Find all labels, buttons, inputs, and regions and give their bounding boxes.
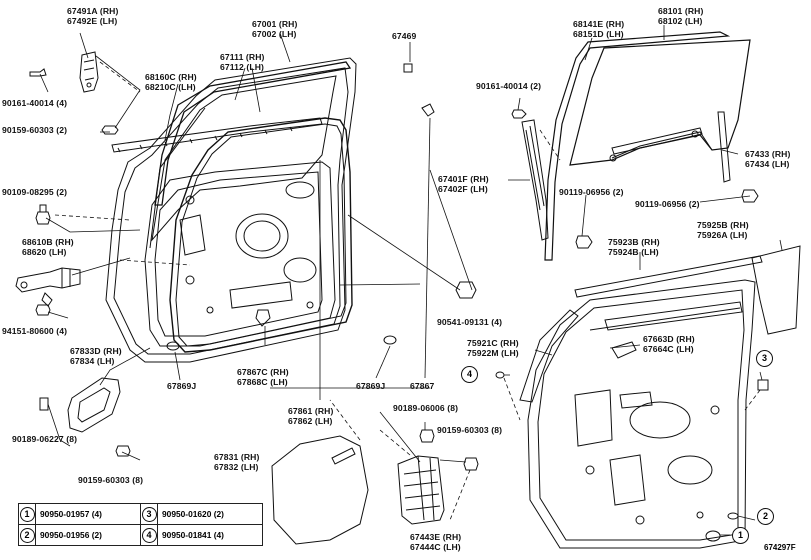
legend-key: 1 — [19, 506, 35, 522]
label-67867c: 67867C (RH)67868C (LH) — [237, 367, 289, 387]
legend-row: 2 90950-01956 (2) 4 90950-01841 (4) — [18, 524, 263, 546]
legend-value: 90950-01620 (2) — [157, 503, 263, 525]
legend-key: 3 — [141, 506, 157, 522]
label-90109: 90109-08295 (2) — [2, 187, 68, 197]
label-68160: 68160C (RH)68210C (LH) — [145, 72, 197, 92]
label-68101: 68101 (RH)68102 (LH) — [658, 6, 704, 26]
legend-value: 90950-01957 (4) — [35, 503, 141, 525]
door-check — [15, 267, 81, 293]
label-75923: 75923B (RH)75924B (LH) — [608, 237, 660, 257]
inside-handle-bezel — [67, 377, 121, 433]
rear-door-shell — [527, 279, 756, 549]
label-90161-left: 90161-40014 (4) — [2, 98, 68, 108]
drawing-number: 674297F — [764, 543, 796, 552]
label-68610: 68610B (RH)68620 (LH) — [22, 237, 74, 257]
legend-value: 90950-01841 (4) — [157, 524, 263, 546]
callout-4: 4 — [461, 366, 478, 383]
fastener-legend-table: 1 90950-01957 (4) 3 90950-01620 (2) 2 90… — [18, 503, 263, 546]
label-67831: 67831 (RH)67832 (LH) — [214, 452, 260, 472]
label-67869-a: 67869J — [167, 381, 197, 391]
label-67867: 67867 — [410, 381, 435, 391]
label-67401: 67401F (RH)67402F (LH) — [438, 174, 489, 194]
callout-1: 1 — [732, 527, 749, 544]
label-90119-b: 90119-06956 (2) — [635, 199, 700, 209]
door-weatherstrip-front — [169, 117, 353, 353]
label-90189-b: 90189-06006 (8) — [393, 403, 459, 413]
legend-key: 4 — [141, 527, 157, 543]
front-door-shell — [105, 57, 357, 363]
legend-row: 1 90950-01957 (4) 3 90950-01620 (2) — [18, 503, 263, 525]
door-hinge — [79, 51, 99, 93]
label-67663: 67663D (RH)67664C (LH) — [643, 334, 695, 354]
label-68141: 68141E (RH)68151D (LH) — [573, 19, 625, 39]
label-67869-b: 67869J — [356, 381, 386, 391]
legend-value: 90950-01956 (2) — [35, 524, 141, 546]
division-bar — [521, 119, 549, 241]
callout-2: 2 — [757, 508, 774, 525]
label-90161-right: 90161-40014 (2) — [476, 81, 542, 91]
label-67433: 67433 (RH)67434 (LH) — [745, 149, 791, 169]
window-regulator — [397, 455, 445, 525]
label-67443: 67443E (RH)67444C (LH) — [410, 532, 462, 552]
label-90159-c: 90159-60303 (8) — [437, 425, 503, 435]
label-94151: 94151-80600 (4) — [2, 326, 68, 336]
glass-run-67001 — [154, 61, 352, 206]
label-90541: 90541-09131 (4) — [437, 317, 503, 327]
label-90189-a: 90189-06227 (8) — [12, 434, 78, 444]
label-75925: 75925B (RH)75926A (LH) — [697, 220, 749, 240]
rear-glass-run — [544, 31, 731, 261]
label-67001: 67001 (RH)67002 (LH) — [252, 19, 298, 39]
label-90159-a: 90159-60303 (2) — [2, 125, 68, 135]
label-67491: 67491A (RH)67492E (LH) — [67, 6, 119, 26]
rear-door-glass — [569, 39, 751, 166]
label-67833: 67833D (RH)67834 (LH) — [70, 346, 122, 366]
label-90159-b: 90159-60303 (8) — [78, 475, 144, 485]
callout-3: 3 — [756, 350, 773, 367]
label-67861: 67861 (RH)67862 (LH) — [288, 406, 334, 426]
label-67469: 67469 — [392, 31, 417, 41]
label-67111: 67111 (RH)67112 (LH) — [220, 52, 265, 72]
label-75921: 75921C (RH)75922M (LH) — [467, 338, 519, 358]
legend-key: 2 — [19, 527, 35, 543]
service-hole-cover — [271, 435, 369, 545]
label-90119-a: 90119-06956 (2) — [559, 187, 624, 197]
